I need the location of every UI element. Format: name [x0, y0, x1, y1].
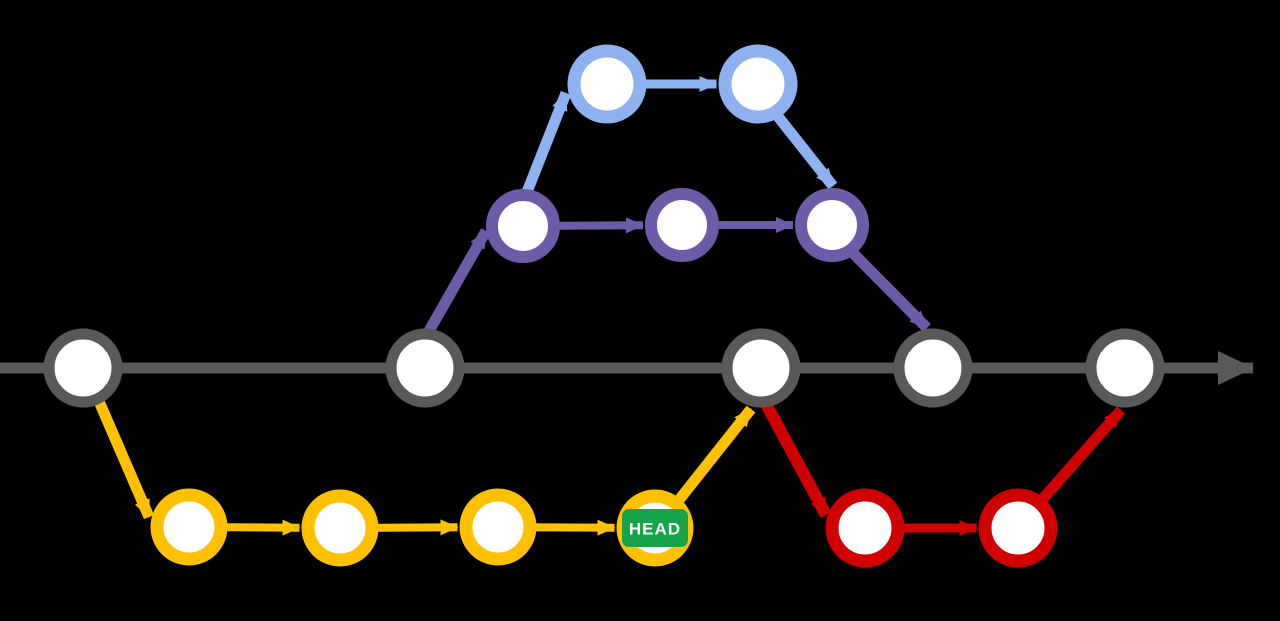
- commit-node-y1: [150, 488, 228, 566]
- commit-node-p2: [645, 188, 719, 262]
- commit-node-m3: [721, 328, 801, 408]
- commit-node-m1: [43, 328, 123, 408]
- commit-node-m2: [385, 328, 465, 408]
- head-badge: [622, 509, 688, 547]
- commit-node-b2: [718, 44, 798, 124]
- commit-node-y2: [301, 489, 379, 567]
- commit-node-p1: [486, 189, 560, 263]
- commit-node-p3: [795, 188, 869, 262]
- edge-r2-to-m5: [1035, 406, 1126, 506]
- edge-m2-to-p1: [424, 228, 491, 334]
- edge-m1-to-y1: [92, 396, 155, 520]
- edge-b2-to-p3: [771, 110, 838, 190]
- commit-node-m4: [893, 328, 973, 408]
- commit-node-m5: [1085, 328, 1165, 408]
- edge-p1-to-b1: [521, 90, 572, 195]
- edge-p3-to-m4: [846, 246, 931, 332]
- head-badge-label: HEAD: [629, 520, 681, 539]
- commit-node-b1: [567, 44, 647, 124]
- edge-y4-to-m3: [670, 405, 756, 509]
- commit-node-r2: [978, 488, 1058, 568]
- commit-node-y3: [459, 488, 537, 566]
- edge-m3-to-r1: [760, 401, 832, 518]
- commit-node-r1: [825, 488, 905, 568]
